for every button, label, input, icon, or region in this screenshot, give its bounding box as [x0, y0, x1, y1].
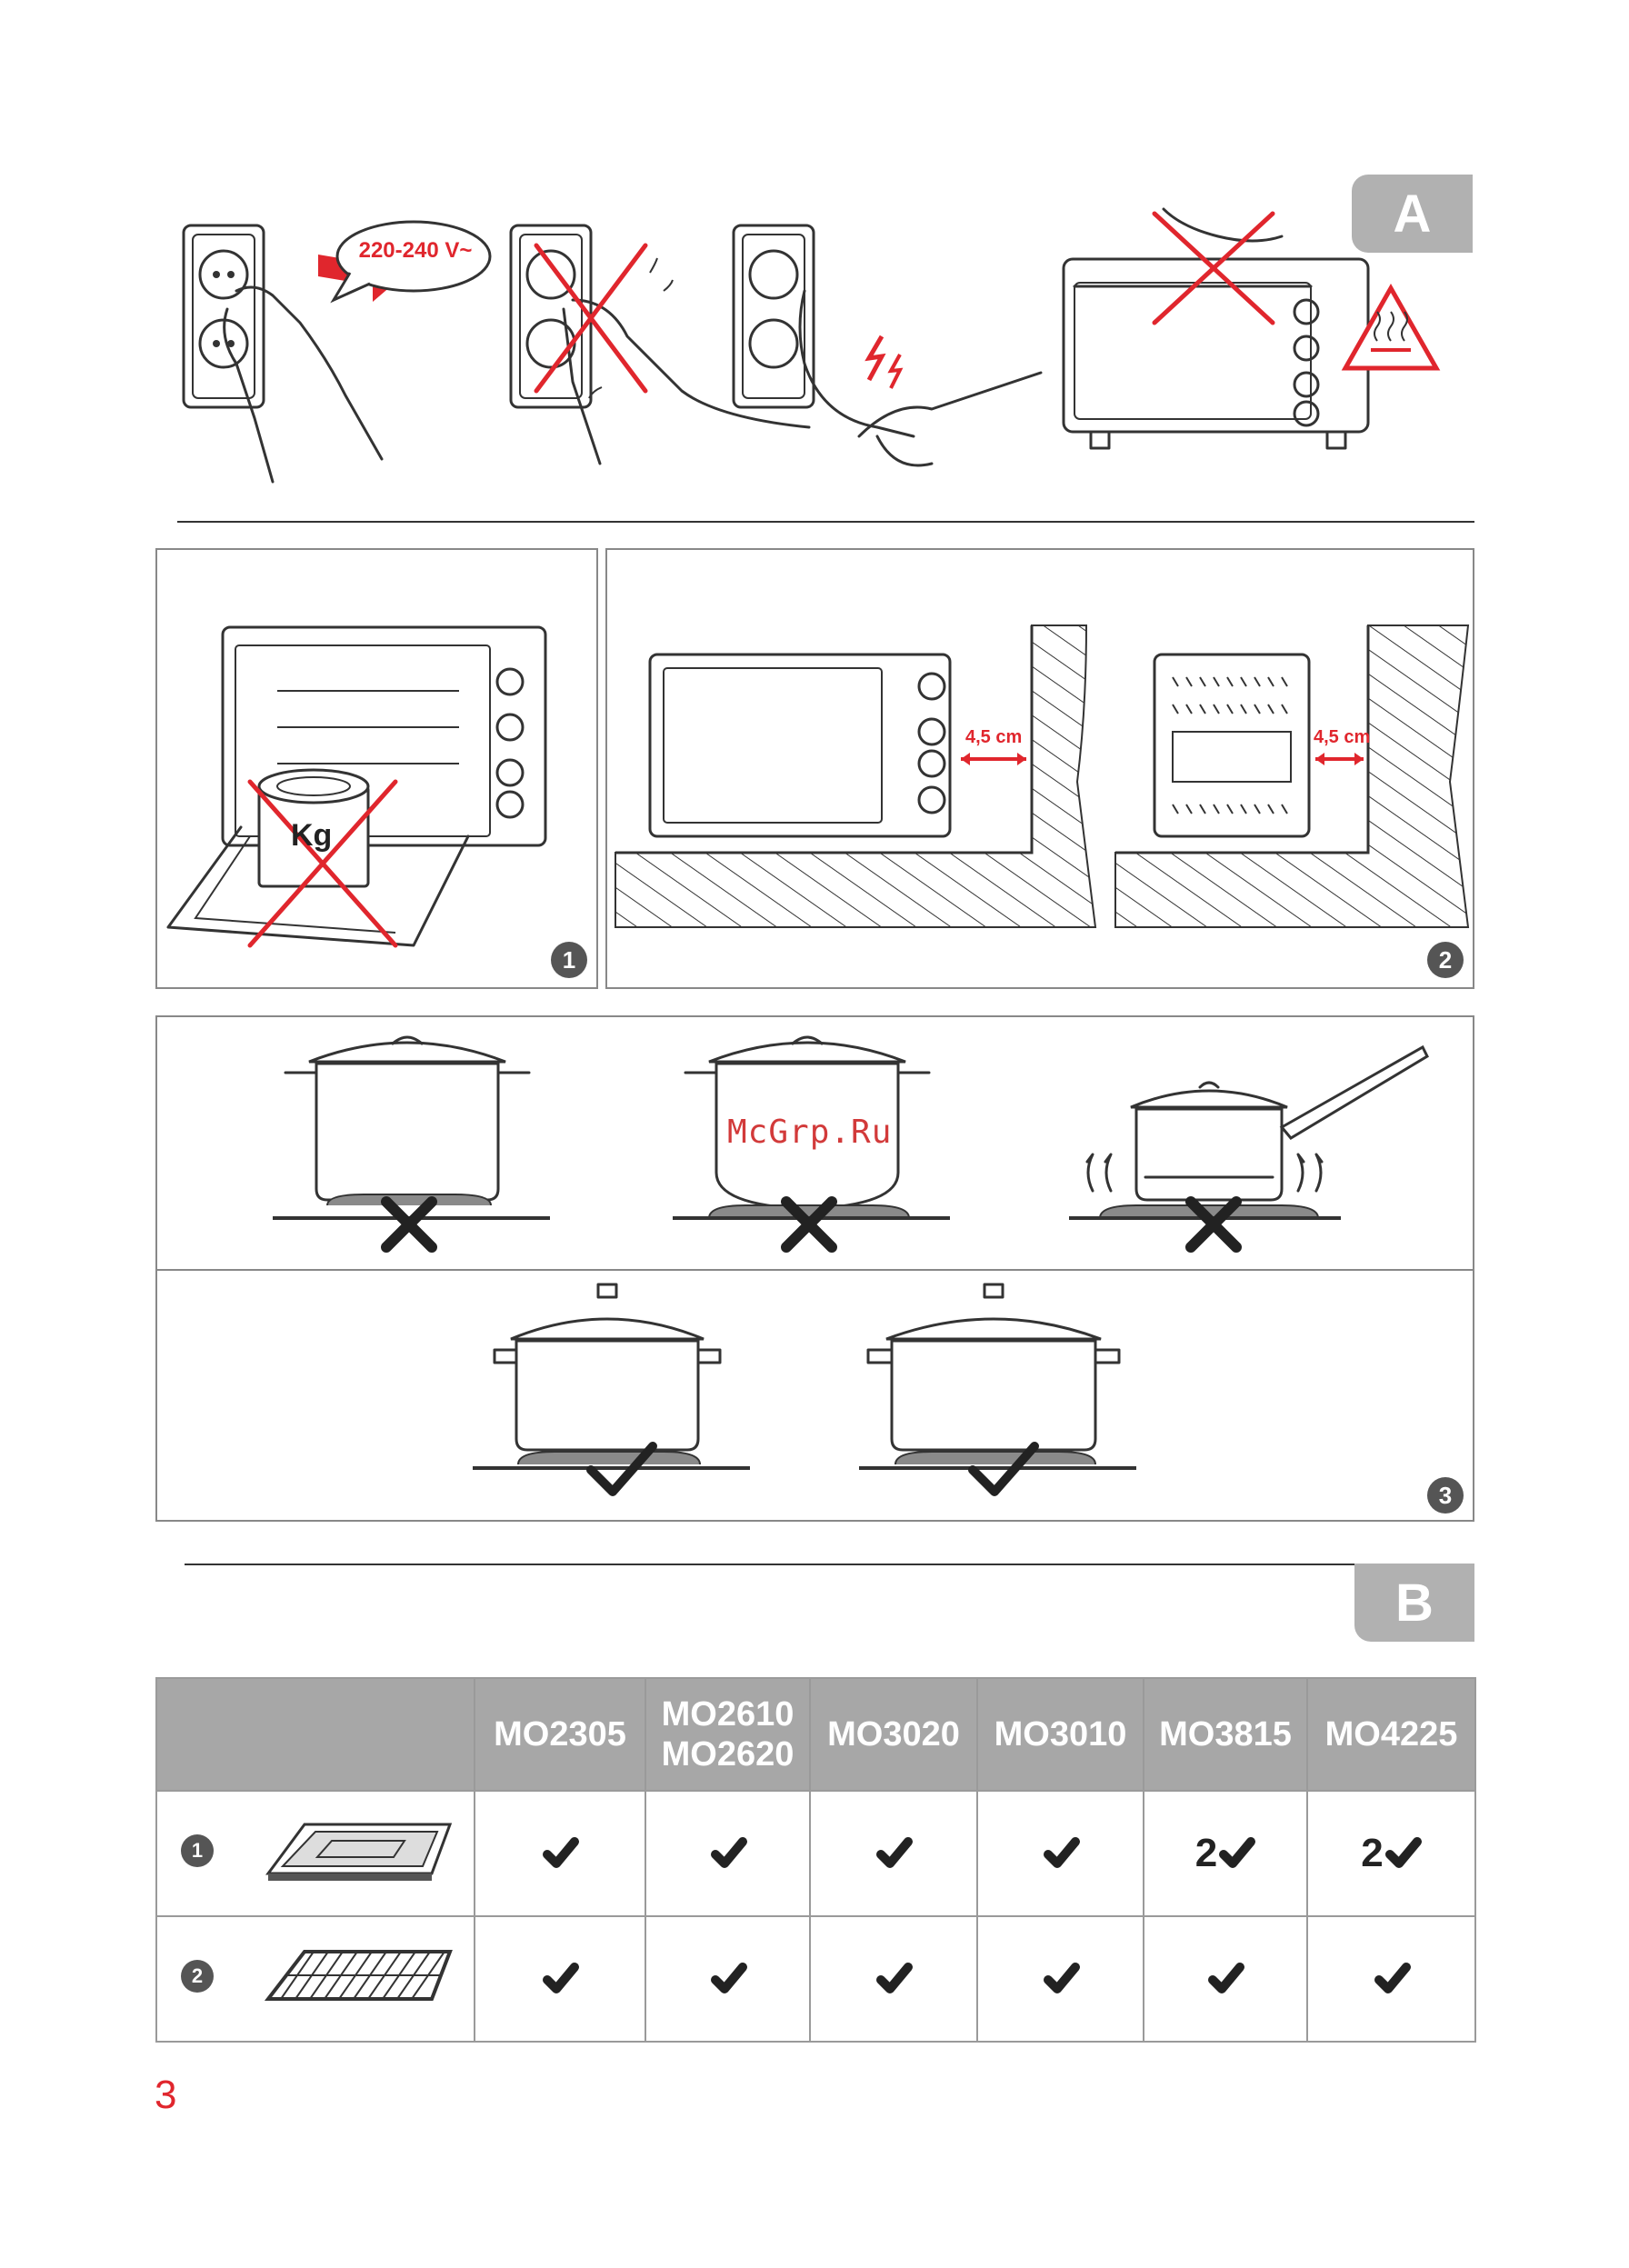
check-icon: [1374, 1963, 1411, 1994]
compat-cell: [977, 1791, 1144, 1916]
check-icon: [711, 1838, 747, 1869]
count-label: 2: [1361, 1831, 1383, 1876]
section-b-tab: B: [1354, 1564, 1474, 1642]
pot-correct-2: [859, 1277, 1150, 1504]
check-icon: [1044, 1963, 1080, 1994]
check-icon: [1208, 1963, 1244, 1994]
section-a-divider: [177, 521, 1474, 523]
header-model: MO2305: [475, 1678, 645, 1791]
panel-1-badge: 1: [551, 942, 587, 978]
header-empty-cell: [156, 1678, 475, 1791]
header-model: MO3020: [810, 1678, 977, 1791]
pot-correct-1: [473, 1277, 764, 1504]
clearance-front-illustration: [614, 618, 1104, 945]
compat-cell: 2: [1307, 1791, 1475, 1916]
section-b-divider: [185, 1564, 1357, 1565]
header-model: MO3010: [977, 1678, 1144, 1791]
compat-cell: [977, 1916, 1144, 2042]
compat-cell: [475, 1916, 645, 2042]
check-icon: [1219, 1838, 1255, 1869]
panel-3-inner-divider: [157, 1269, 1473, 1271]
table-row: 1 2 2: [156, 1791, 1475, 1916]
open-oven-illustration: [159, 609, 595, 954]
clearance-label-front: 4,5 cm: [965, 727, 1022, 748]
hot-oven-illustration: [1054, 195, 1436, 468]
compat-cell: [1144, 1916, 1307, 2042]
table-row: 2: [156, 1916, 1475, 2042]
pot-too-large-wrong: [273, 1027, 564, 1254]
weight-label: Kg: [291, 818, 332, 854]
check-icon: [543, 1963, 579, 1994]
accessory-cell: 2: [156, 1916, 475, 2042]
accessory-cell: 1: [156, 1791, 475, 1916]
check-icon: [1385, 1838, 1422, 1869]
compat-cell: [810, 1916, 977, 2042]
check-icon: [876, 1963, 913, 1994]
compat-cell: [645, 1791, 810, 1916]
clearance-label-side: 4,5 cm: [1314, 727, 1370, 748]
count-label: 2: [1195, 1831, 1217, 1876]
watermark: McGrp.Ru: [727, 1114, 892, 1151]
page-number: 3: [155, 2073, 176, 2118]
compat-cell: [645, 1916, 810, 2042]
compat-cell: [1307, 1916, 1475, 2042]
compat-cell: [810, 1791, 977, 1916]
compat-cell: [475, 1791, 645, 1916]
pot-too-small-wrong: [1064, 1027, 1445, 1254]
panel-3-badge: 3: [1427, 1477, 1464, 1514]
check-icon: [543, 1838, 579, 1869]
compat-cell: 2: [1144, 1791, 1307, 1916]
check-icon: [876, 1838, 913, 1869]
header-model: MO4225: [1307, 1678, 1475, 1791]
pull-cord-illustration: [723, 209, 1050, 482]
panel-2-badge: 2: [1427, 942, 1464, 978]
wire-rack-icon: [250, 1943, 468, 2015]
row-badge: 2: [181, 1960, 214, 1993]
check-icon: [1044, 1838, 1080, 1869]
clearance-side-illustration: [1114, 618, 1473, 945]
header-model: MO3815: [1144, 1678, 1307, 1791]
check-icon: [711, 1963, 747, 1994]
speech-bubble: [332, 218, 495, 309]
voltage-label: 220-240 V~: [347, 238, 484, 264]
row-badge: 1: [181, 1834, 214, 1867]
baking-tray-icon: [250, 1817, 468, 1890]
